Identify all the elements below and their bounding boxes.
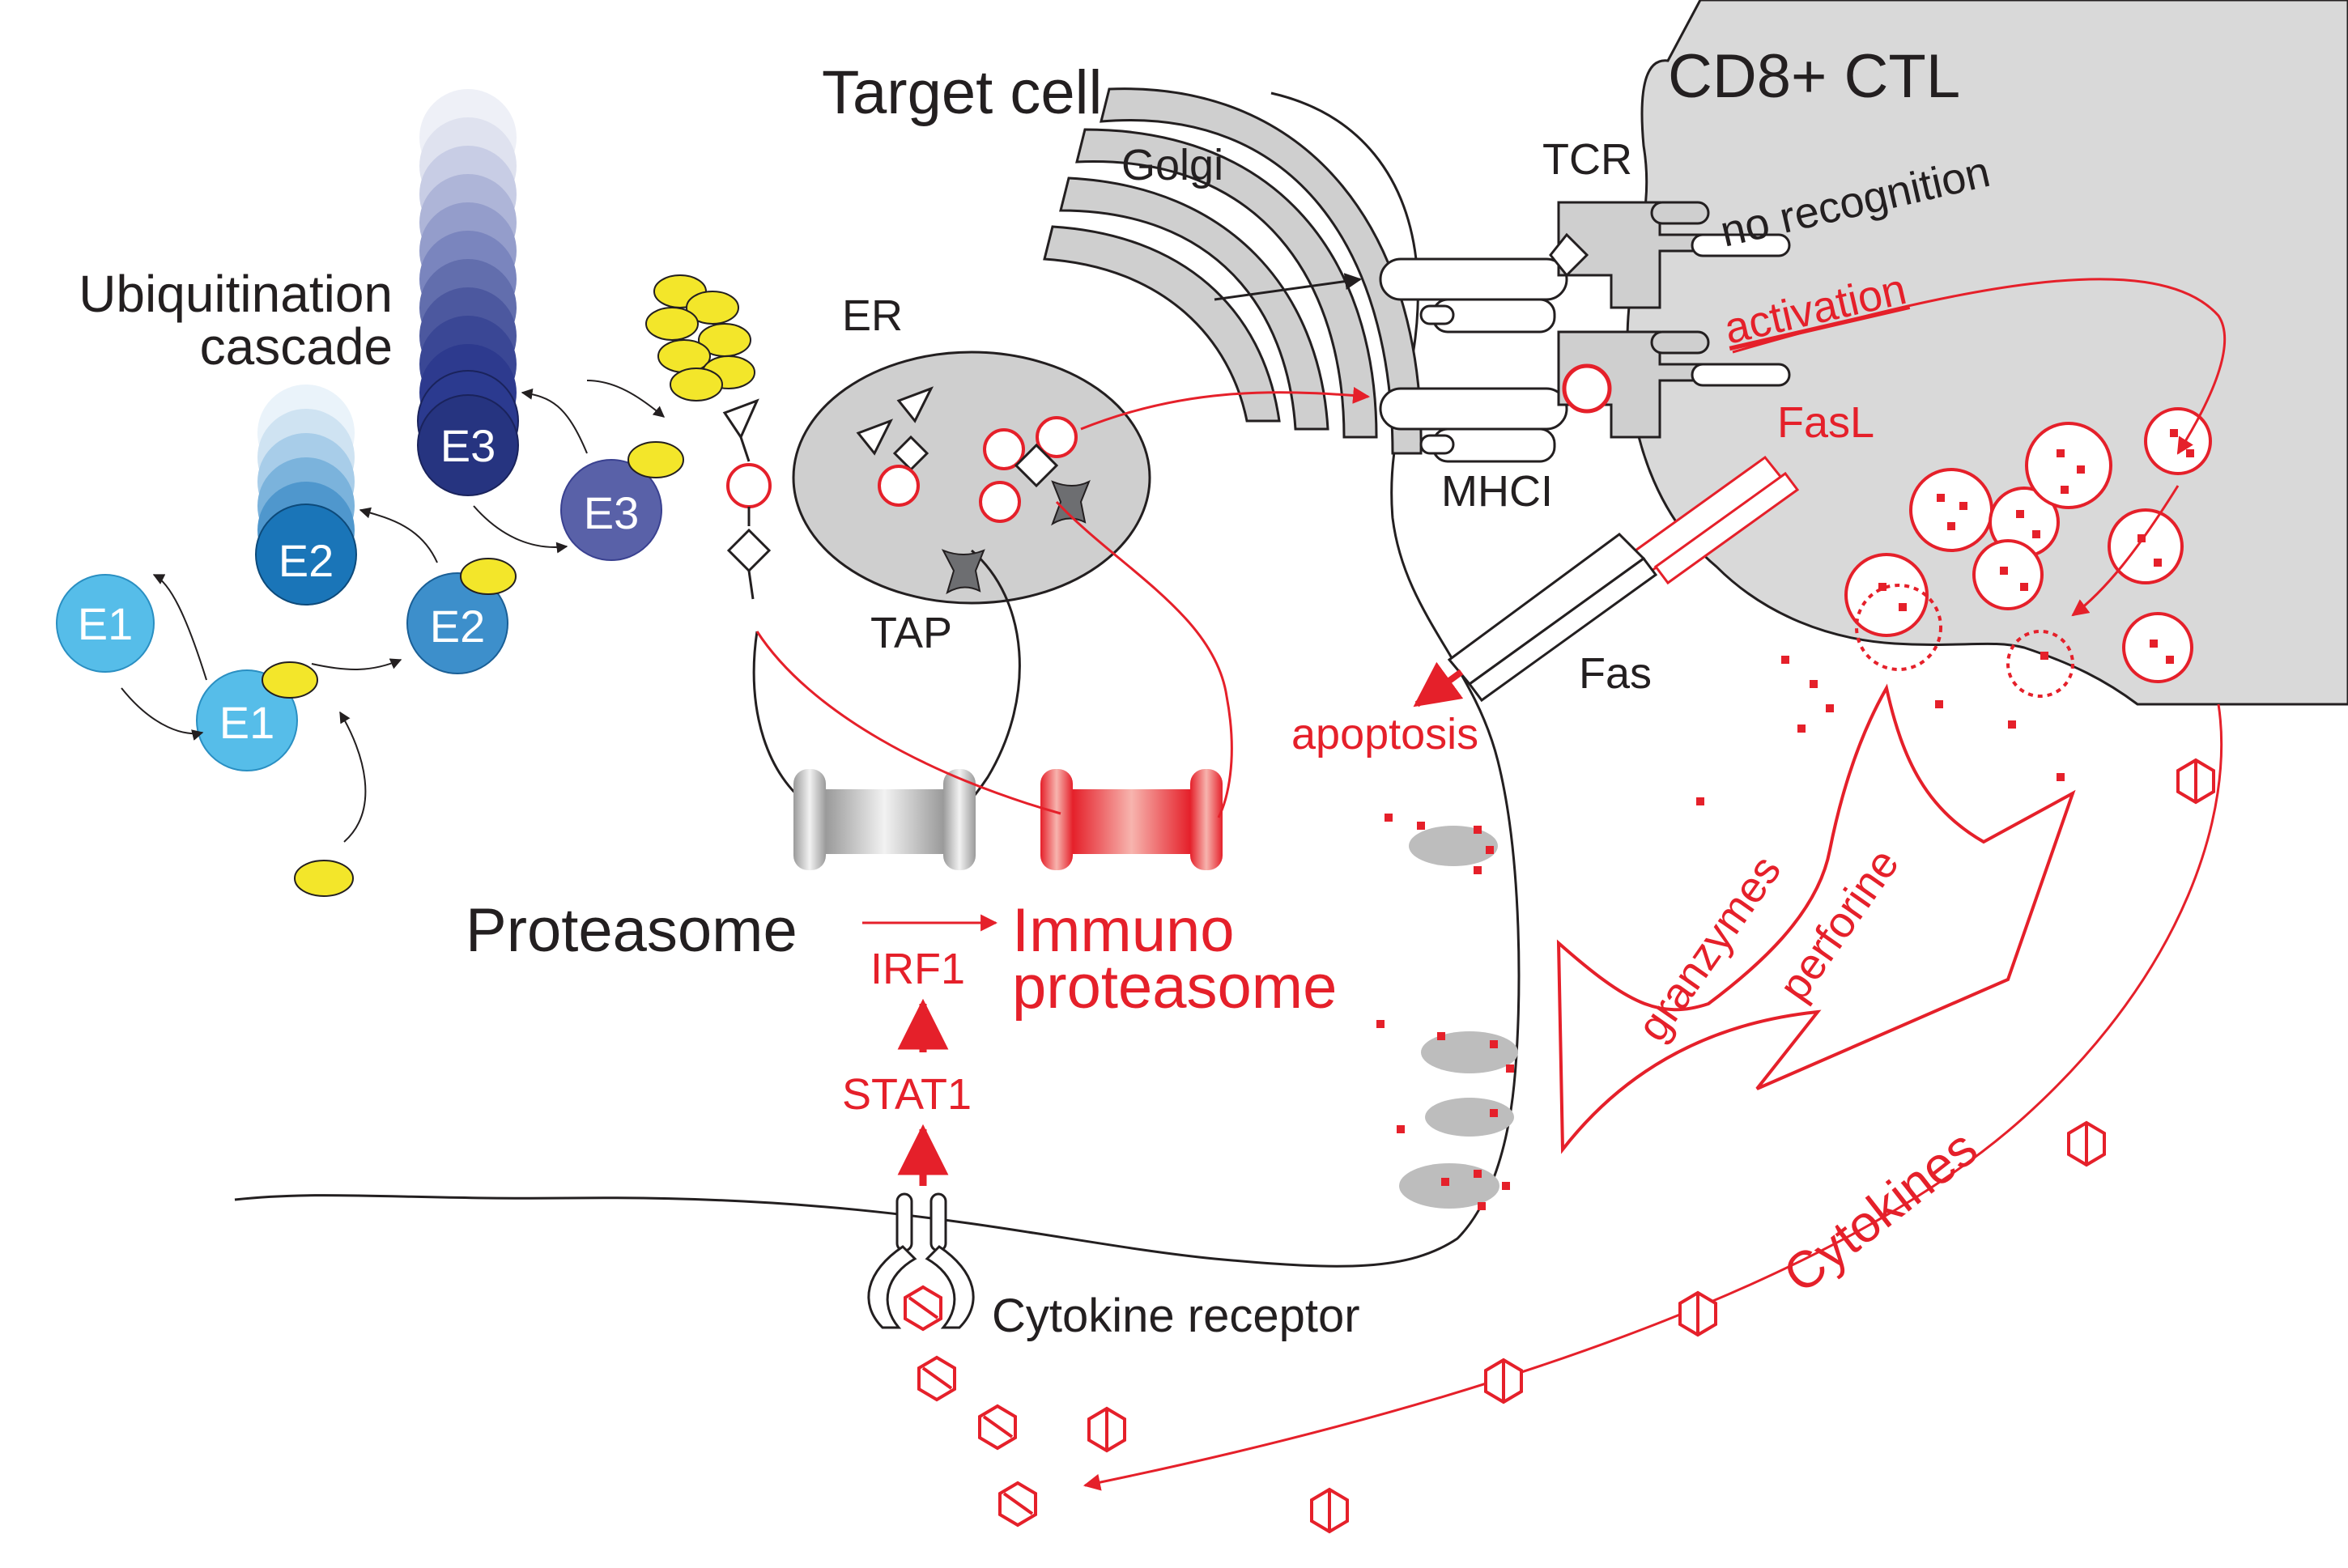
cytokine-receptor-icon bbox=[867, 1192, 975, 1329]
e3-enzyme-loaded bbox=[560, 459, 662, 561]
golgi-label: Golgi bbox=[1121, 141, 1223, 189]
proteasome-label: Proteasome bbox=[466, 896, 798, 965]
cytokine-molecules bbox=[917, 758, 2215, 1534]
ubiquitin-on-e1 bbox=[262, 661, 318, 699]
fasl-label: FasL bbox=[1777, 398, 1874, 447]
mhci-label: MHCI bbox=[1441, 467, 1553, 516]
fas-apoptosis-arrow bbox=[1413, 661, 1464, 708]
immunoproteasome-label-line1: Immuno bbox=[1012, 896, 1235, 965]
golgi-apparatus bbox=[1043, 87, 1423, 455]
ubiquitination-label-line1: Ubiquitination bbox=[79, 265, 393, 323]
ubiquitination-label-line2: cascade bbox=[200, 317, 393, 376]
endoplasmic-reticulum bbox=[792, 351, 1151, 605]
e1-label-loaded: E1 bbox=[219, 697, 275, 748]
tap-label: TAP bbox=[870, 609, 952, 657]
er-peptides bbox=[856, 386, 1078, 523]
bound-cytokine bbox=[904, 1285, 942, 1332]
tcr-complex-upper bbox=[1549, 201, 1791, 309]
mhc-complex-lower bbox=[1379, 387, 1568, 463]
target-cell-label: Target cell bbox=[822, 58, 1102, 127]
e3-label-loaded: E3 bbox=[584, 487, 640, 538]
golgi-to-mhc-arrow bbox=[1214, 273, 1363, 301]
e2-label-loaded: E2 bbox=[430, 601, 486, 652]
cytotoxic-granules bbox=[1844, 407, 2212, 698]
e2-label-stack: E2 bbox=[279, 535, 334, 586]
ctl-label: CD8+ CTL bbox=[1668, 42, 1960, 111]
apoptotic-bodies bbox=[1376, 814, 1518, 1210]
tap-transporter-icon bbox=[941, 479, 1091, 595]
er-to-mhc-red-arrow bbox=[1080, 386, 1371, 431]
presented-peptide bbox=[1562, 363, 1612, 414]
granule-release-arrow bbox=[2071, 485, 2180, 617]
e1-label-free: E1 bbox=[78, 598, 134, 649]
e3-label-stack: E3 bbox=[440, 420, 496, 471]
apoptosis-label: apoptosis bbox=[1291, 710, 1478, 759]
cascade-arrows bbox=[121, 380, 666, 843]
immunoproteasome-label-line2: proteasome bbox=[1012, 953, 1337, 1022]
ubiquitin-on-e2 bbox=[460, 558, 517, 595]
irf1-label: IRF1 bbox=[870, 945, 965, 993]
fas-label: Fas bbox=[1579, 649, 1652, 698]
cytokines-arrow bbox=[1083, 703, 2223, 1491]
e1-enzyme-loaded bbox=[196, 669, 298, 771]
polyubiquitin-chain bbox=[645, 274, 755, 402]
cytokine-receptor-label: Cytokine receptor bbox=[992, 1290, 1360, 1342]
stat1-label: STAT1 bbox=[842, 1070, 972, 1119]
er-label: ER bbox=[842, 291, 903, 340]
proteasome-icon bbox=[793, 769, 976, 870]
granzyme-big-arrow bbox=[1556, 683, 2076, 1154]
e2-enzyme-stack bbox=[255, 385, 357, 606]
fasl-protein bbox=[1633, 455, 1800, 585]
tcr-label: TCR bbox=[1542, 135, 1632, 184]
activation-arrow bbox=[1732, 278, 2227, 455]
substrate-protein bbox=[722, 398, 772, 600]
e3-enzyme-stack bbox=[417, 61, 519, 496]
cytokines-label: Cytokines bbox=[1772, 1118, 1988, 1304]
e1-enzyme-free bbox=[56, 574, 155, 673]
immuno-loop-line bbox=[755, 500, 1233, 818]
immunoproteasome-icon bbox=[1040, 769, 1223, 870]
e2-enzyme-loaded bbox=[406, 572, 508, 674]
mhc-complex-upper bbox=[1379, 257, 1568, 334]
ubiquitin-free bbox=[294, 860, 354, 897]
ubiquitin-on-e3 bbox=[627, 441, 684, 478]
